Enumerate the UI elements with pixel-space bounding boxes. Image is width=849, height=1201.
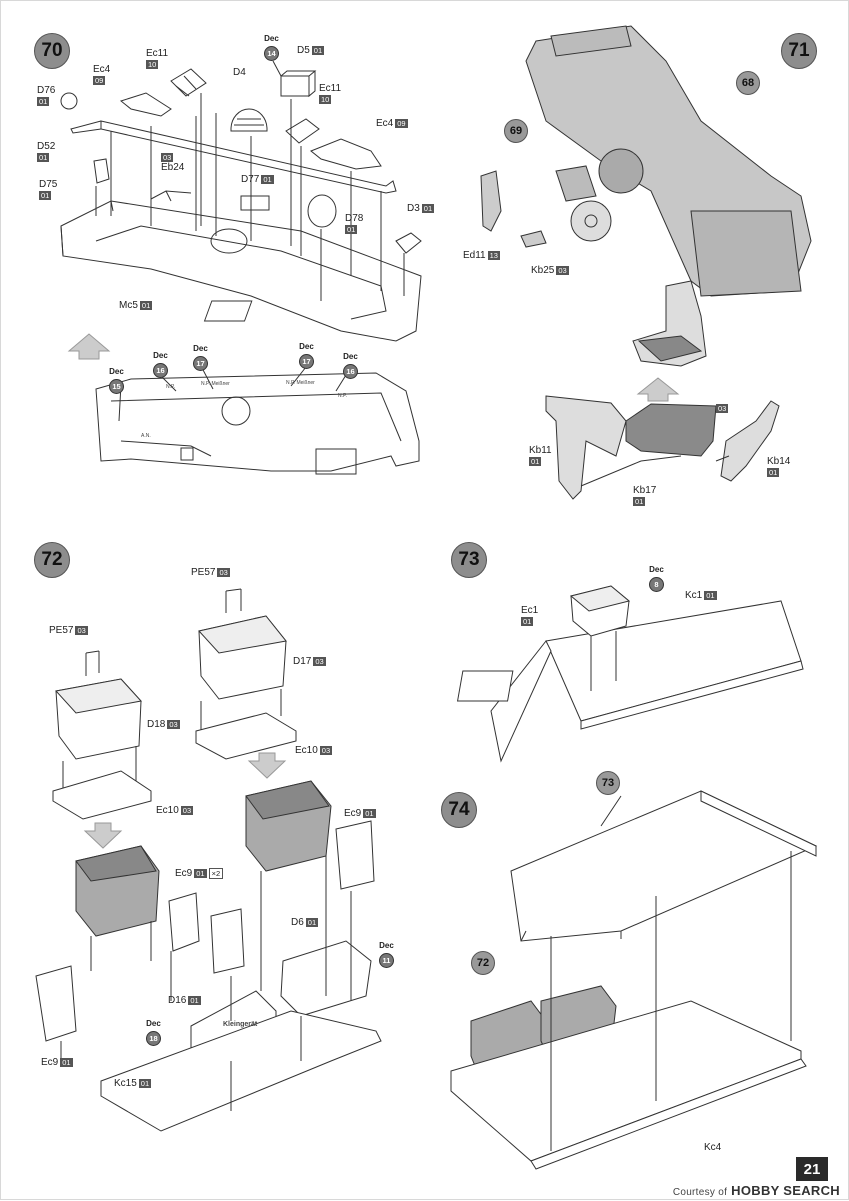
callout-69: 69 (504, 119, 528, 143)
plate-marking-np: N.P. (166, 384, 176, 390)
plate-marking-np-meissner-b: N.P. Meißner (286, 380, 315, 386)
callout-73: 73 (596, 771, 620, 795)
step70-drawing (60, 60, 422, 475)
step-number-72: 72 (34, 542, 70, 578)
plate-marking-np-b: N.P. (338, 393, 348, 399)
watermark-brand: HOBBY SEARCH (731, 1183, 840, 1198)
watermark: Courtesy of HOBBY SEARCH (669, 1183, 840, 1198)
part-code-seat: 03 (716, 404, 729, 413)
part-label-d4: D4 (233, 67, 246, 78)
page-number: 21 (796, 1157, 828, 1181)
watermark-sub: Courtesy of (672, 1187, 728, 1198)
step-number-73: 73 (451, 542, 487, 578)
callout-68: 68 (736, 71, 760, 95)
step-number-70: 70 (34, 33, 70, 69)
plate-marking-an: A.N. (141, 433, 151, 439)
step-number-71: 71 (781, 33, 817, 69)
part-label-kc4: Kc4 (704, 1142, 722, 1153)
step72-drawing (35, 588, 382, 1132)
plate-marking-np-meissner-a: N.P. Meißner (201, 381, 230, 387)
step74-drawing (450, 790, 818, 1170)
callout-72: 72 (471, 951, 495, 975)
step-number-74: 74 (441, 792, 477, 828)
step71-drawing (480, 25, 812, 500)
d16-marking-kleingerat: Kleingerät (223, 1021, 258, 1028)
step73-drawing (456, 585, 804, 763)
